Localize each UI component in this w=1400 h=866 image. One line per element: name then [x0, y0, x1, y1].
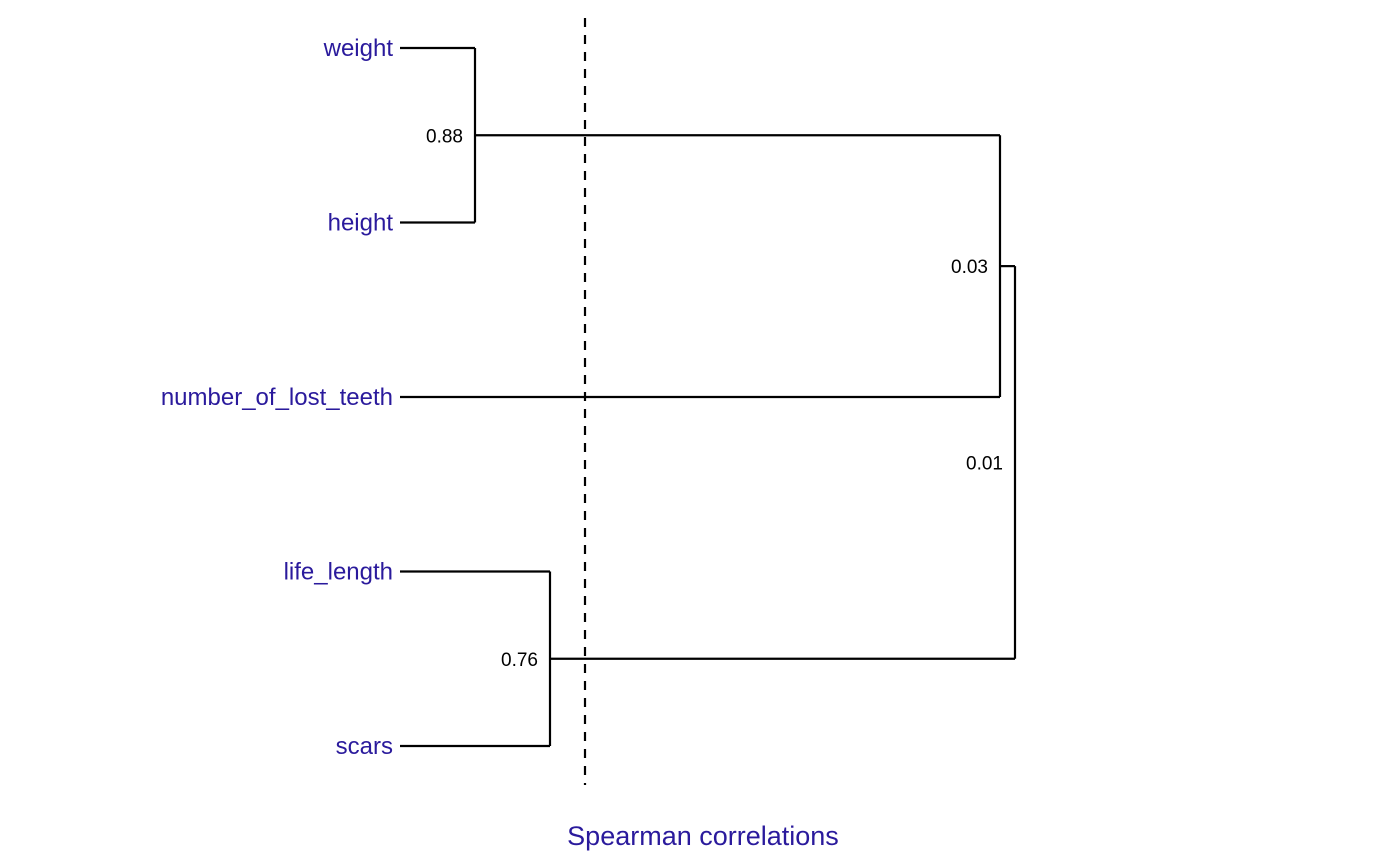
merge-correlation-label: 0.03 [951, 257, 988, 278]
leaf-label-scars: scars [336, 733, 393, 760]
leaf-label-number-of-lost-teeth: number_of_lost_teeth [161, 384, 393, 411]
merge-correlation-label: 0.88 [426, 126, 463, 147]
branches-group [400, 46, 1017, 748]
merge-correlation-label: 0.01 [966, 453, 1003, 474]
x-axis-title: Spearman correlations [567, 821, 839, 851]
leaf-labels-group: weight height number_of_lost_teeth life_len… [161, 35, 394, 760]
leaf-label-life-length: life_length [284, 559, 393, 586]
leaf-label-height: height [328, 210, 394, 237]
merge-correlation-label: 0.76 [501, 650, 538, 671]
leaf-label-weight: weight [323, 35, 394, 62]
node-labels-group: 0.88 0.76 0.03 0.01 [426, 126, 1003, 671]
